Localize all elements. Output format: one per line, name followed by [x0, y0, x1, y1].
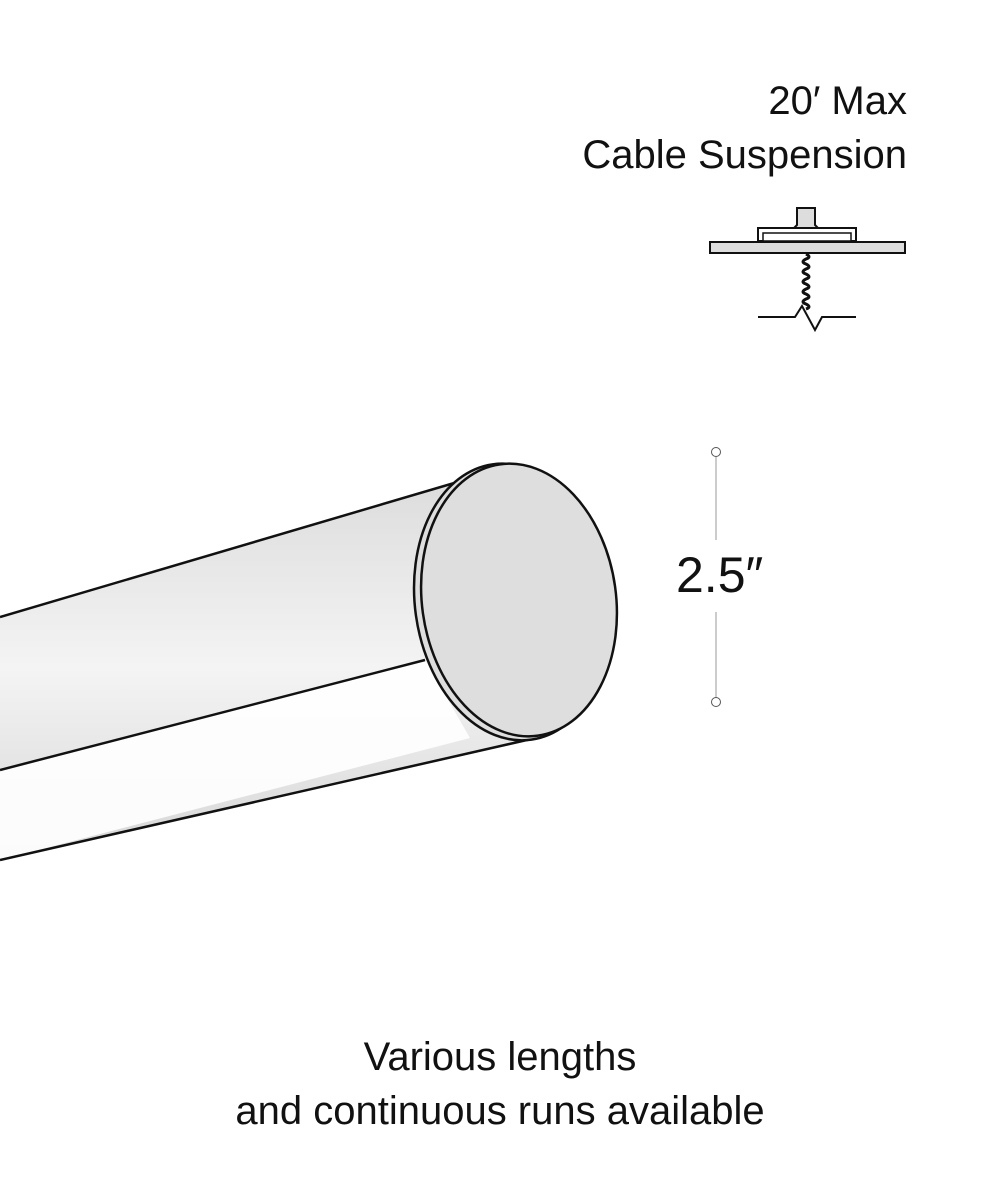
dimension-endpoint-top [711, 447, 721, 457]
cable-mount-icon [709, 207, 906, 333]
mount-label: 20′ Max Cable Suspension [582, 74, 907, 182]
mount-length-text: 20′ Max [768, 79, 907, 123]
linear-fixture [0, 462, 619, 862]
fixture-lens [0, 660, 470, 860]
diameter-label: 2.5″ [676, 547, 764, 603]
fixture-lens-edge [0, 658, 426, 772]
mount-type-text: Cable Suspension [582, 133, 907, 177]
footer-line-2: and continuous runs available [235, 1089, 765, 1133]
end-cap [419, 462, 619, 738]
fixture-top-edge [0, 474, 479, 619]
dimension-endpoint-bottom [711, 697, 721, 707]
footer-caption: Various lengths and continuous runs avai… [0, 1030, 1000, 1138]
dimension-indicator [711, 447, 721, 707]
footer-line-1: Various lengths [363, 1035, 637, 1079]
fixture-bottom-edge [0, 735, 541, 862]
